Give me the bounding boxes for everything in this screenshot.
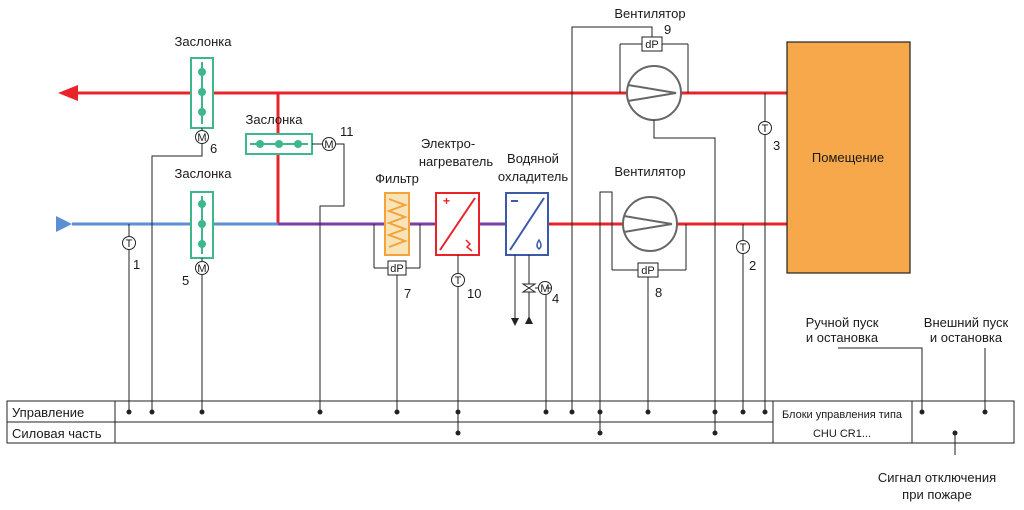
number-1: 1 [133,257,140,272]
electric-heater: Электро- нагреватель + T 10 [419,136,494,301]
number-8: 8 [655,285,662,300]
fire-signal-label-line1: Сигнал отключения [878,470,996,485]
motor-6-symbol: M [197,132,206,144]
number-4: 4 [552,291,559,306]
outdoor-air-duct [56,216,278,232]
motor-11-symbol: M [324,139,333,151]
temp-10-symbol: T [455,275,462,287]
damper-exhaust-label: Заслонка [175,34,233,49]
temp-sensor-1-icon [122,236,136,250]
manual-start-label-line1: Ручной пуск [806,315,879,330]
motor-4-symbol: M [540,283,549,295]
control-row-label: Управление [12,405,84,420]
control-table: Управление Силовая часть Блоки управлени… [6,400,1015,444]
fire-signal-label-line2: при пожаре [902,487,972,502]
number-6: 6 [210,141,217,156]
power-row-label: Силовая часть [12,426,102,441]
manual-start-label-line2: и остановка [806,330,879,345]
temp-2-symbol: T [740,242,747,254]
dp-7-symbol: dP [390,263,403,275]
motor-5-icon [195,261,209,275]
temp-sensor-2-icon [736,240,750,254]
temperature-sensor-2: T 2 [736,224,756,273]
temperature-sensor-3: T 3 [758,93,780,153]
number-11: 11 [340,124,354,139]
supply-air-duct [548,216,818,232]
damper-recirc-label: Заслонка [246,112,304,127]
temp-sensor-3-icon [758,121,772,135]
number-10: 10 [467,286,481,301]
number-7: 7 [404,286,411,301]
heater-label-line2: нагреватель [419,154,494,169]
svg-text:+: + [443,194,450,208]
heater-label-line1: Электро- [421,136,475,151]
water-cooler: Водяной охладитель M 4 [498,151,568,326]
external-start-label-line1: Внешний пуск [924,315,1009,330]
control-units-line1: Блоки управления типа [782,409,903,421]
external-start-label-line2: и остановка [930,330,1003,345]
motor-5-symbol: M [197,263,206,275]
dp-8-symbol: dP [641,265,654,277]
number-5: 5 [182,273,189,288]
fan-supply-icon [622,196,678,252]
fan-supply: Вентилятор dP 8 [611,164,687,300]
exhaust-duct [58,85,818,101]
temperature-sensor-1: T 1 [122,224,140,272]
temp-sensor-10-icon [451,273,465,287]
valve-icon [521,283,537,293]
number-2: 2 [749,258,756,273]
fan-supply-label: Вентилятор [614,164,685,179]
number-9: 9 [664,22,671,37]
cooler-label-line2: охладитель [498,169,568,184]
junction-dots [126,409,988,436]
filter-label: Фильтр [375,171,419,186]
damper-exhaust: Заслонка M 6 [175,34,233,156]
damper-supply-label: Заслонка [175,166,233,181]
damper-supply: Заслонка M 5 [175,166,233,288]
outdoor-air-arrow-icon [56,216,72,232]
fan-exhaust: Вентилятор dP 9 [614,6,689,121]
filter: Фильтр dP 7 [373,171,421,301]
exhaust-arrow-icon [58,85,78,101]
temp-1-symbol: T [126,238,133,250]
cooler-label-line1: Водяной [507,151,559,166]
control-units-line2: CHU CR1... [813,428,871,440]
damper-recirculation: Заслонка M 11 [245,112,354,155]
number-3: 3 [773,138,780,153]
dp-9-symbol: dP [645,39,658,51]
motor-6-icon [195,130,209,144]
temp-3-symbol: T [762,123,769,135]
room-label: Помещение [812,150,884,165]
motor-11-icon [322,137,336,151]
control-wiring [128,26,986,455]
fan-exhaust-label: Вентилятор [614,6,685,21]
room: Помещение [786,41,911,274]
